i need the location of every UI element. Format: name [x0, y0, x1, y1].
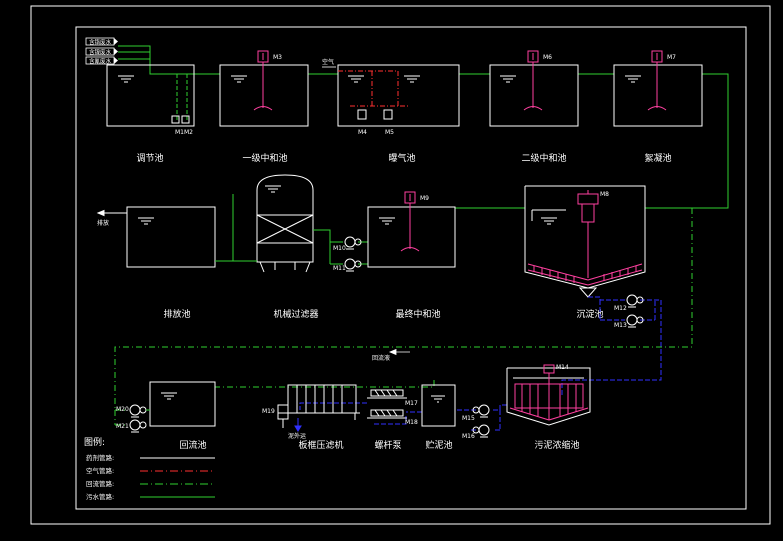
- settling-tank: [524, 185, 646, 298]
- label-sludge-tank: 贮泥池: [425, 439, 452, 451]
- coagulation-tank: [613, 64, 703, 127]
- tag-M21: M21: [116, 423, 129, 430]
- return-water-label: 回流液: [372, 354, 390, 362]
- screw-pump-M18: [367, 409, 407, 419]
- sludge-pipe: [299, 296, 662, 431]
- tag-M18: M18: [405, 419, 418, 426]
- pump-M12: [626, 294, 644, 308]
- tag-M13: M13: [614, 322, 627, 329]
- return-tank: [149, 381, 216, 427]
- pump-M15: [472, 404, 490, 418]
- tag-M3: M3: [273, 54, 282, 61]
- pump-M13: [626, 314, 644, 328]
- tag-M7: M7: [667, 54, 676, 61]
- tag-M12: M12: [614, 305, 627, 312]
- tag-M17: M17: [405, 400, 418, 407]
- pump-M21: [129, 419, 147, 433]
- discharge-tank: [126, 206, 216, 268]
- label-thickener: 污泥浓缩池: [534, 439, 579, 451]
- sewage-pipe-row1: [118, 45, 729, 209]
- thickener-mixer-M14: [509, 364, 589, 421]
- aeration-tank: [337, 64, 460, 127]
- inlet-label-2: 含镍废水: [89, 48, 112, 56]
- tag-M6: M6: [543, 54, 552, 61]
- tag-M8: M8: [600, 191, 609, 198]
- label-settling: 沉淀池: [576, 308, 603, 320]
- legend-label-return: 回流管路:: [86, 479, 114, 488]
- return-arrow: [388, 348, 410, 356]
- label-coagulation: 絮凝池: [644, 152, 671, 164]
- pump-M16: [472, 424, 490, 438]
- tag-M1M2: M1M2: [175, 129, 193, 136]
- label-final-neutral: 最终中和池: [395, 308, 440, 320]
- label-return: 回流池: [179, 439, 206, 451]
- neutralization-tank-2: [489, 64, 579, 127]
- legend: 图例: 药剂管路: 空气管路: 回流管路: 污水管路:: [84, 436, 215, 501]
- drain-pipe: [96, 209, 127, 217]
- legend-label-chemical: 药剂管路:: [86, 453, 114, 462]
- mixer-M9: [400, 191, 420, 252]
- inlet-label-3: 含氰废水: [89, 57, 112, 65]
- drain-label: 排放: [97, 219, 109, 227]
- inlet-tags: 含铬废水 含镍废水 含氰废水: [85, 37, 118, 65]
- filter-press: [277, 384, 360, 428]
- tag-M11: M11: [333, 265, 346, 272]
- tag-M5: M5: [385, 129, 394, 136]
- inlet-label-1: 含铬废水: [89, 38, 112, 46]
- label-equalization: 调节池: [136, 152, 163, 164]
- mixer-M6: [523, 50, 543, 111]
- mixer-M3: [253, 50, 273, 111]
- label-filter-press: 板框压滤机: [298, 439, 343, 451]
- tag-M9: M9: [420, 195, 429, 202]
- tag-M4: M4: [358, 129, 367, 136]
- neutralization-tank-1: [219, 64, 309, 127]
- outer-frame: [30, 5, 771, 525]
- label-neutral2: 二级中和池: [521, 152, 566, 164]
- tag-M15: M15: [462, 415, 475, 422]
- pump-M11: [344, 258, 362, 272]
- legend-title: 图例:: [84, 436, 105, 448]
- legend-label-sewage: 污水管路:: [86, 492, 114, 501]
- mixer-M7: [647, 50, 667, 111]
- cake-out-label: 泥外运: [288, 432, 306, 440]
- tag-M14: M14: [556, 364, 569, 371]
- legend-label-air: 空气管路:: [86, 466, 114, 475]
- cake-out-arrow: [294, 418, 302, 432]
- label-filter: 机械过滤器: [273, 308, 318, 320]
- pump-M10: [344, 236, 362, 250]
- label-discharge: 排放池: [163, 308, 190, 320]
- screw-pump-M17: [367, 389, 407, 399]
- mechanical-filter: [256, 174, 314, 273]
- air-pipe: [338, 70, 410, 107]
- inner-frame: [75, 26, 747, 510]
- tag-M20: M20: [116, 406, 129, 413]
- label-neutral1: 一级中和池: [242, 152, 287, 164]
- tag-M19: M19: [262, 408, 275, 415]
- final-neutralization-tank: [367, 206, 456, 268]
- air-label: 空气: [322, 58, 334, 66]
- tag-M16: M16: [462, 433, 475, 440]
- label-screw-pump: 螺杆泵: [374, 439, 401, 451]
- sludge-storage-tank: [421, 384, 456, 427]
- equalization-tank: [106, 64, 195, 127]
- settling-scraper: [527, 190, 643, 286]
- tag-M10: M10: [333, 245, 346, 252]
- label-aeration: 曝气池: [388, 152, 415, 164]
